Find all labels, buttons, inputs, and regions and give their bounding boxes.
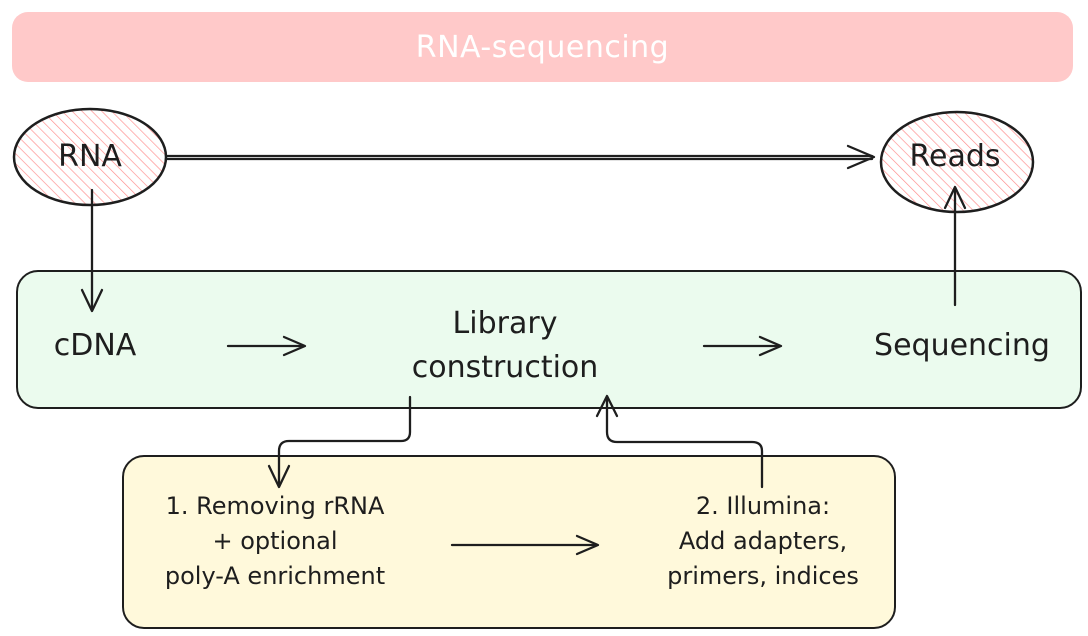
step2-label: 2. Illumina: Add adapters, primers, indi… bbox=[643, 489, 883, 594]
library-construction-label: Library construction bbox=[380, 302, 630, 390]
step2-line3: primers, indices bbox=[667, 562, 859, 590]
library-label-line1: Library bbox=[452, 306, 558, 341]
sequencing-label: Sequencing bbox=[874, 328, 1050, 363]
step2-line1: 2. Illumina: bbox=[695, 492, 831, 520]
rna-label: RNA bbox=[58, 139, 122, 174]
step1-line3: poly-A enrichment bbox=[164, 562, 386, 590]
cdna-label: cDNA bbox=[53, 328, 137, 363]
library-to-sequencing-arrow bbox=[702, 335, 783, 357]
step2-to-library-arrow bbox=[595, 394, 764, 489]
diagram-title: RNA-sequencing bbox=[415, 29, 670, 65]
library-label-line2: construction bbox=[411, 350, 599, 385]
step1-label: 1. Removing rRNA + optional poly-A enric… bbox=[140, 489, 410, 594]
pipeline-band bbox=[16, 270, 1082, 409]
sequencing-to-reads-arrow bbox=[943, 185, 967, 307]
step1-to-step2-arrow bbox=[450, 534, 600, 556]
cdna-to-library-arrow bbox=[226, 335, 307, 357]
rna-to-cdna-arrow bbox=[80, 188, 104, 313]
step1-line2: + optional bbox=[212, 527, 338, 555]
reads-node bbox=[879, 110, 1035, 214]
step1-line1: 1. Removing rRNA bbox=[165, 492, 385, 520]
library-steps-panel bbox=[122, 455, 896, 629]
library-to-step1-arrow bbox=[267, 395, 412, 489]
rna-to-reads-arrow bbox=[164, 144, 876, 170]
step2-line2: Add adapters, bbox=[678, 527, 848, 555]
title-banner: RNA-sequencing bbox=[12, 12, 1073, 82]
reads-label: Reads bbox=[909, 139, 1001, 174]
